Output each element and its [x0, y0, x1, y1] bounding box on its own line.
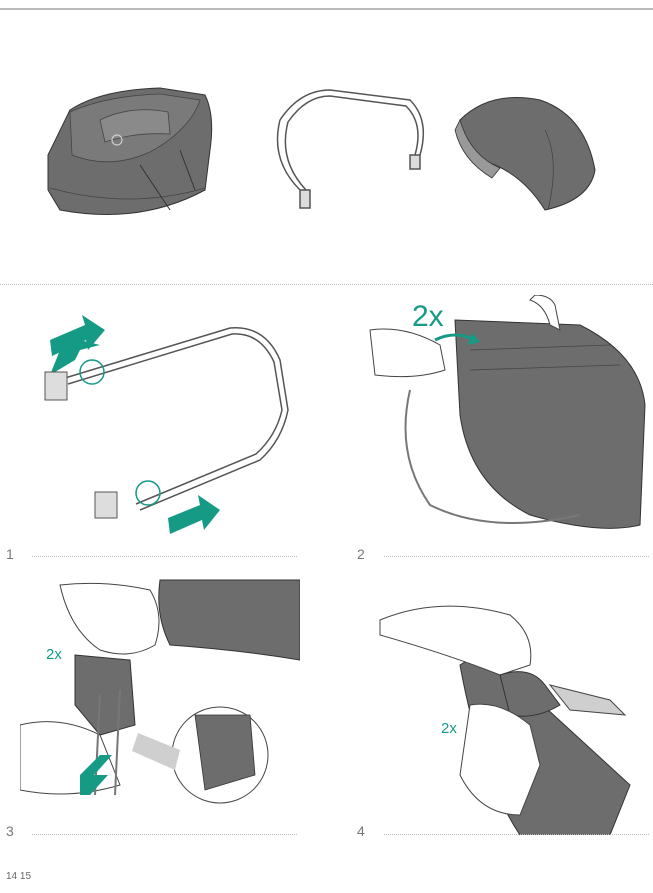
- step-2-number: 2: [357, 546, 365, 562]
- step-2-panel: [360, 295, 650, 545]
- step-1-number: 1: [6, 546, 14, 562]
- step-2-illustration: [369, 295, 646, 529]
- step-2-divider: [384, 556, 649, 557]
- step-3-panel: [20, 575, 300, 825]
- step-3-illustration: [20, 579, 300, 804]
- step-3-divider: [32, 834, 297, 835]
- arrow-icon: [50, 330, 105, 375]
- step-1-panel: [20, 300, 310, 545]
- frame-image: [276, 89, 425, 209]
- parts-overview: [0, 60, 653, 230]
- step-4-divider: [384, 834, 649, 835]
- step-1-divider: [32, 556, 297, 557]
- carrycot-image: [47, 87, 213, 215]
- page-numbers: 14 15: [6, 871, 32, 882]
- top-rule: [0, 8, 653, 10]
- step-4-panel: [360, 575, 650, 835]
- section-divider: [0, 284, 653, 285]
- arrow-icon: [168, 495, 220, 534]
- step-4-repeat-count: 2x: [441, 720, 457, 737]
- arrow-icon: [80, 755, 112, 795]
- canopy-image: [454, 97, 596, 211]
- step-3-number: 3: [6, 823, 14, 839]
- step-2-repeat-count: 2x: [412, 300, 444, 333]
- step-4-number: 4: [357, 823, 365, 839]
- step-3-repeat-count: 2x: [46, 646, 62, 663]
- arrow-icon: [50, 315, 105, 356]
- step-4-illustration: [379, 605, 631, 835]
- parts-illustration: [47, 87, 596, 215]
- step-1-illustration: [44, 315, 289, 534]
